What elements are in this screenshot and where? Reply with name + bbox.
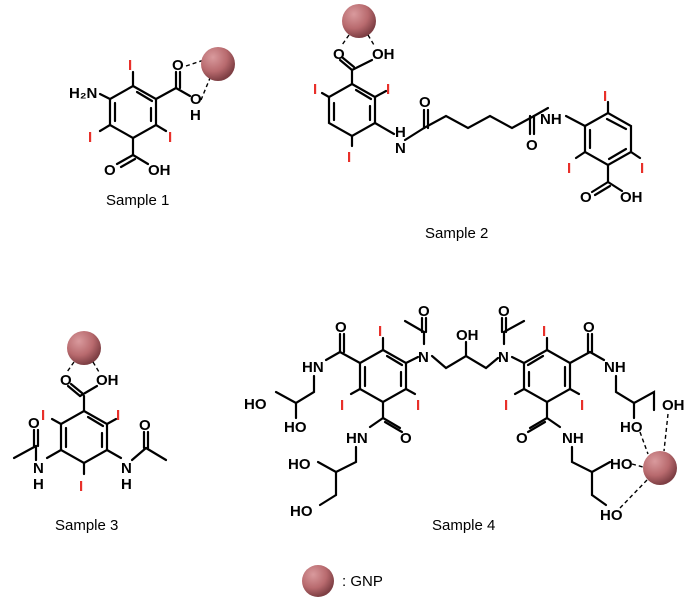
molecule-sample-1: I I I H₂N O O H O OH Sample 1 [69, 47, 235, 209]
hydroxyl-label: HO [620, 419, 643, 436]
oxygen-label: O [104, 162, 116, 179]
oxygen-label: O [583, 319, 595, 336]
iodine-label: I [603, 88, 607, 105]
molecule-sample-4: I I I O HN HO HO O HN HO HO N O [244, 303, 685, 534]
hydrogen-label: H [33, 476, 44, 493]
oxygen-label: O [498, 303, 510, 320]
iodine-label: I [378, 323, 382, 340]
legend-label: : GNP [342, 573, 383, 590]
gnp-legend-icon [302, 565, 334, 597]
oxygen-label: O [418, 303, 430, 320]
sample-3-caption: Sample 3 [55, 517, 118, 534]
iodine-label: I [313, 81, 317, 98]
hydrogen-label: H [395, 124, 406, 141]
hydrogen-label: H [190, 107, 201, 124]
amine-label: NH [562, 430, 584, 447]
amine-label: N [395, 140, 406, 157]
gnp-particle [643, 451, 677, 485]
oxygen-label: O [419, 94, 431, 111]
oxygen-label: O [333, 46, 345, 63]
hydroxyl-label: HO [290, 503, 313, 520]
sample-2-caption: Sample 2 [425, 225, 488, 242]
amine-label: NH [604, 359, 626, 376]
amino-label: H₂N [69, 85, 97, 102]
iodine-label: I [347, 149, 351, 166]
nitrogen-label: N [498, 349, 509, 366]
iodine-label: I [128, 57, 132, 74]
iodine-label: I [416, 397, 420, 414]
iodine-label: I [580, 397, 584, 414]
oxygen-label: O [172, 57, 184, 74]
oxygen-label: O [190, 91, 202, 108]
iodine-label: I [79, 478, 83, 495]
molecule-sample-3: O OH I I I N H O N H O Sample 3 [12, 331, 168, 534]
oxygen-label: O [28, 415, 40, 432]
nitrogen-label: N [418, 349, 429, 366]
hydroxyl-label: HO [600, 507, 623, 524]
iodine-label: I [504, 397, 508, 414]
iodine-label: I [542, 323, 546, 340]
hydroxyl-label: OH [456, 327, 479, 344]
hydroxyl-label: HO [244, 396, 267, 413]
hydroxyl-label: HO [610, 456, 633, 473]
amine-label: N [121, 460, 132, 477]
legend: : GNP [302, 565, 383, 597]
oxygen-label: O [139, 417, 151, 434]
oxygen-label: O [516, 430, 528, 447]
oxygen-label: O [580, 189, 592, 206]
gnp-particle [342, 4, 376, 38]
hydroxyl-label: HO [284, 419, 307, 436]
iodine-label: I [168, 129, 172, 146]
amine-label: HN [302, 359, 324, 376]
hydrogen-label: H [121, 476, 132, 493]
hydroxyl-label: OH [662, 397, 685, 414]
amine-label: HN [346, 430, 368, 447]
hydroxyl-label: OH [372, 46, 395, 63]
hydroxyl-label: OH [96, 372, 119, 389]
oxygen-label: O [526, 137, 538, 154]
iodine-label: I [567, 160, 571, 177]
oxygen-label: O [335, 319, 347, 336]
amine-label: NH [540, 111, 562, 128]
iodine-label: I [88, 129, 92, 146]
molecule-sample-2: O OH I I I N H O O NH [313, 4, 644, 242]
hydroxyl-label: OH [148, 162, 171, 179]
iodine-label: I [116, 407, 120, 424]
sample-1-caption: Sample 1 [106, 192, 169, 209]
sample-4-caption: Sample 4 [432, 517, 495, 534]
iodine-label: I [41, 407, 45, 424]
hydroxyl-label: OH [620, 189, 643, 206]
oxygen-label: O [400, 430, 412, 447]
iodine-label: I [640, 160, 644, 177]
oxygen-label: O [60, 372, 72, 389]
gnp-particle [201, 47, 235, 81]
iodine-label: I [340, 397, 344, 414]
iodine-label: I [386, 81, 390, 98]
hydroxyl-label: HO [288, 456, 311, 473]
gnp-particle [67, 331, 101, 365]
amine-label: N [33, 460, 44, 477]
